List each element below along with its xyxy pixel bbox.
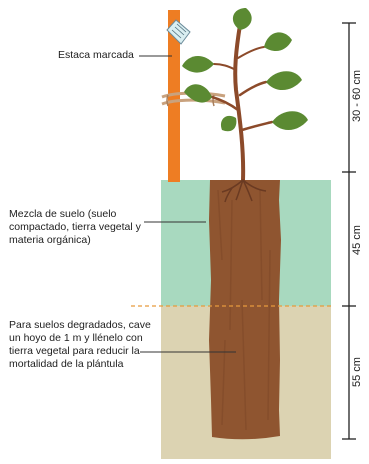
dimension-bottom-label: 55 cm [351, 357, 363, 387]
sapling-stem [210, 23, 274, 182]
stake-label: Estaca marcada [58, 49, 134, 61]
hole-texture [217, 189, 271, 431]
sapling-roots [221, 179, 267, 203]
stake-tag-icon [166, 19, 191, 45]
dimension-middle-label: 45 cm [351, 225, 363, 255]
degraded-soil-label: Para suelos degradados, cave un hoyo de … [9, 319, 151, 370]
dimension-top-label: 30 - 60 cm [351, 70, 363, 122]
marked-stake [168, 10, 180, 182]
dimension-scale [342, 22, 356, 440]
sapling-leaves [182, 8, 308, 132]
soil-mix-label: Mezcla de suelo (suelo compactado, tierr… [9, 208, 141, 246]
planting-hole [209, 180, 281, 440]
